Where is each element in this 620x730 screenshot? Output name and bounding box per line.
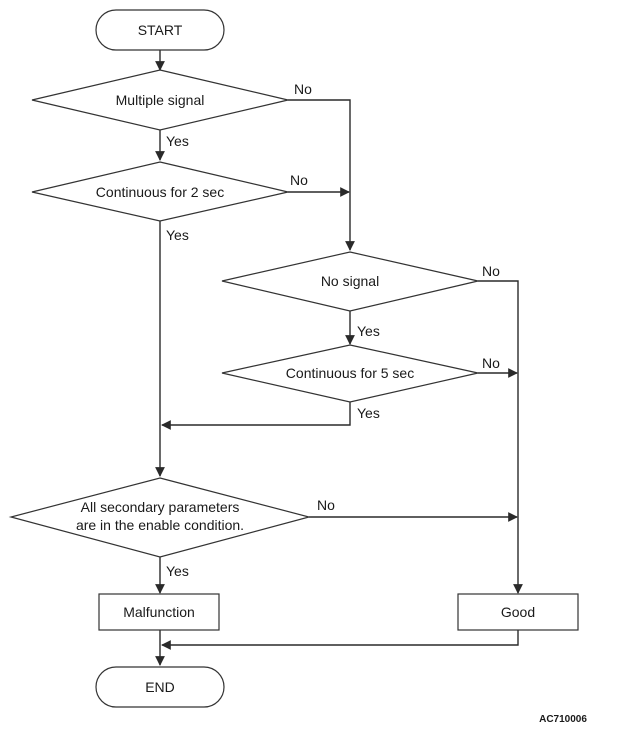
process-good-label: Good	[501, 604, 535, 620]
decision-continuous-5sec-label: Continuous for 5 sec	[286, 365, 414, 381]
process-malfunction: Malfunction	[98, 593, 220, 631]
label-continuous5-no: No	[482, 355, 500, 371]
process-malfunction-label: Malfunction	[123, 604, 195, 620]
figure-id: AC710006	[539, 714, 587, 725]
label-multiple-yes: Yes	[166, 133, 189, 149]
decision-multiple-signal-label: Multiple signal	[116, 92, 205, 108]
decision-secondary-line2: are in the enable condition.	[76, 517, 244, 533]
decision-no-signal: No signal	[221, 251, 479, 312]
label-continuous2-no: No	[290, 172, 308, 188]
node-start-label: START	[138, 22, 183, 38]
label-continuous2-yes: Yes	[166, 227, 189, 243]
decision-no-signal-label: No signal	[321, 273, 379, 289]
label-nosignal-no: No	[482, 263, 500, 279]
decision-continuous-5sec: Continuous for 5 sec	[221, 344, 479, 403]
edge-nosignal-no	[478, 280, 523, 594]
label-secondary-no: No	[317, 497, 335, 513]
node-start: START	[95, 9, 225, 51]
decision-multiple-signal: Multiple signal	[31, 69, 289, 131]
decision-continuous-2sec-label: Continuous for 2 sec	[96, 184, 224, 200]
edge-multiple-no	[288, 99, 355, 251]
decision-continuous-2sec: Continuous for 2 sec	[31, 161, 289, 222]
decision-secondary-parameters: All secondary parameters are in the enab…	[8, 477, 312, 558]
decision-secondary-line1: All secondary parameters	[81, 499, 240, 515]
node-end-label: END	[145, 679, 175, 695]
node-end: END	[95, 666, 225, 708]
process-good: Good	[457, 593, 579, 631]
label-multiple-no: No	[294, 81, 312, 97]
connectors	[155, 50, 523, 666]
label-secondary-yes: Yes	[166, 563, 189, 579]
edge-labels: No Yes No Yes No Yes No Yes No Yes	[166, 81, 500, 579]
label-nosignal-yes: Yes	[357, 323, 380, 339]
label-continuous5-yes: Yes	[357, 405, 380, 421]
edge-good-to-end	[161, 630, 519, 650]
edge-continuous5-yes	[161, 402, 351, 430]
